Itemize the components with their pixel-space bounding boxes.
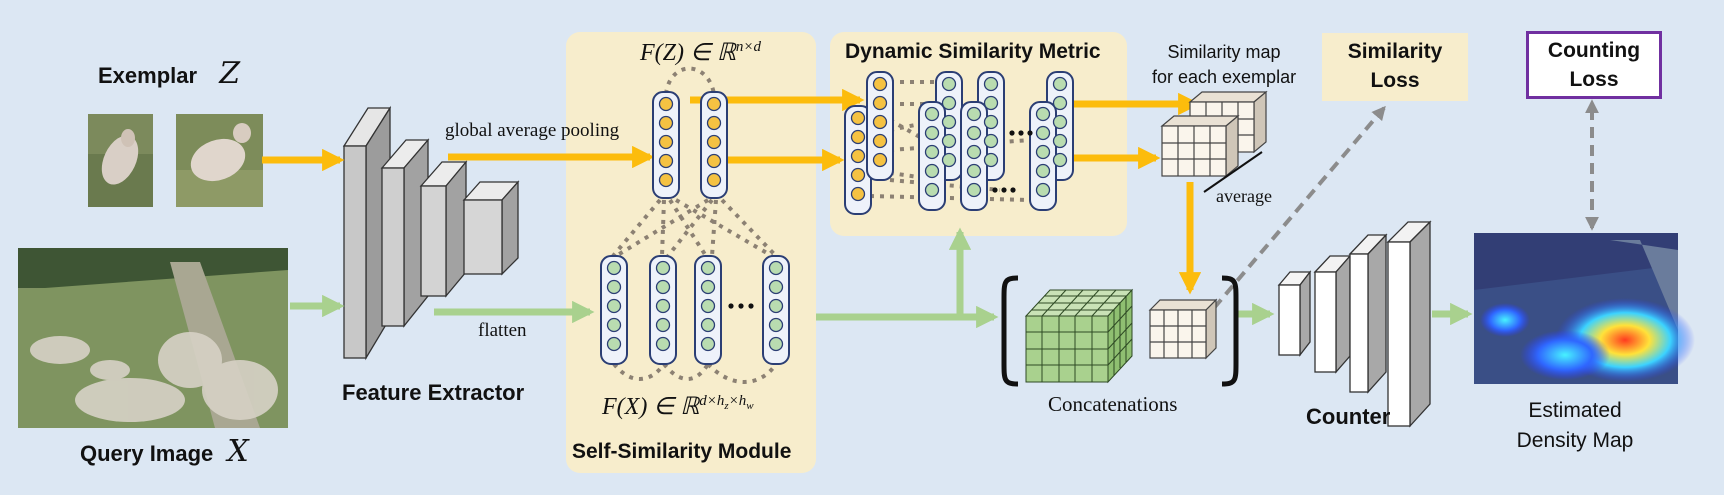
query-image-text: Query Image: [80, 441, 214, 466]
exemplar-text: Exemplar: [98, 63, 198, 88]
feature-extractor-label: Feature Extractor: [342, 380, 525, 405]
fx-formula-subscript-w: w: [746, 400, 754, 412]
counting-loss-line2: Loss: [1569, 68, 1619, 91]
fz-dotted-arc: [664, 66, 716, 95]
fx-formula-subscript-z: z: [724, 400, 729, 412]
dsm-vectors: [844, 71, 1074, 215]
concat-similarity-map: [1148, 298, 1218, 360]
concat-feature-cube: [1024, 288, 1134, 384]
yellow-arrows: [262, 88, 1202, 295]
flatten-label: flatten: [478, 320, 527, 341]
concat-brackets: [1001, 275, 1239, 387]
fz-formula-text: F(Z) ∈ ℝ: [640, 40, 736, 66]
fx-formula: F(X) ∈ ℝd×hz×hw: [602, 392, 754, 421]
similarity-loss-line1: Similarity: [1347, 40, 1443, 63]
exemplar-image-1: [88, 114, 153, 207]
arrow-to-similarity-loss: [1212, 105, 1386, 310]
estimated-line1: Estimated: [1528, 399, 1622, 422]
counter-label: Counter: [1306, 404, 1391, 429]
fz-formula: F(Z) ∈ ℝn×d: [640, 38, 761, 67]
exemplar-label: Exemplar Z: [98, 56, 240, 91]
exemplar-image-2: [176, 114, 263, 207]
query-image-label: Query Image X: [80, 434, 249, 469]
average-line: [1203, 151, 1263, 193]
dynamic-similarity-metric-label: Dynamic Similarity Metric: [845, 40, 1101, 63]
query-variable: X: [227, 434, 249, 469]
feature-extractor-layers: [342, 105, 520, 361]
similarity-map-caption-line1: Similarity map: [1167, 42, 1281, 62]
similarity-map-caption-line2: for each exemplar: [1152, 67, 1297, 87]
exemplar-variable: Z: [219, 56, 241, 91]
fz-formula-superscript: n×d: [735, 39, 762, 55]
concatenations-label: Concatenations: [1048, 392, 1178, 416]
green-arrows: [290, 227, 1473, 329]
global-average-pooling-label: global average pooling: [445, 120, 620, 141]
counting-loss-line1: Counting: [1547, 39, 1641, 62]
arrow-fx-up: [816, 227, 972, 321]
fz-vectors: [652, 91, 728, 199]
counter-layers: [1277, 220, 1432, 428]
density-map-image: [1474, 233, 1695, 384]
fx-formula-text: F(X) ∈ ℝ: [602, 394, 700, 420]
similarity-map-front: [1160, 114, 1240, 178]
counting-loss-box: Counting Loss: [1526, 31, 1662, 99]
similarity-loss-line2: Loss: [1370, 69, 1420, 92]
self-similarity-module-label: Self-Similarity Module: [572, 440, 792, 463]
similarity-map-caption: Similarity map for each exemplar: [1152, 40, 1296, 90]
fx-formula-superscript: d×h: [699, 393, 725, 409]
fx-vectors: [600, 255, 790, 365]
query-image: [18, 248, 288, 428]
estimated-density-map-label: Estimated Density Map: [1500, 396, 1650, 456]
fx-formula-superscript-2: ×h: [728, 393, 747, 409]
self-similarity-dotted-links: [611, 198, 778, 384]
average-label: average: [1216, 186, 1272, 206]
self-similarity-panel: [566, 32, 816, 473]
estimated-line2: Density Map: [1516, 429, 1634, 452]
gray-dashed-arrows: [1212, 99, 1599, 310]
similarity-loss-box: Similarity Loss: [1322, 33, 1468, 101]
